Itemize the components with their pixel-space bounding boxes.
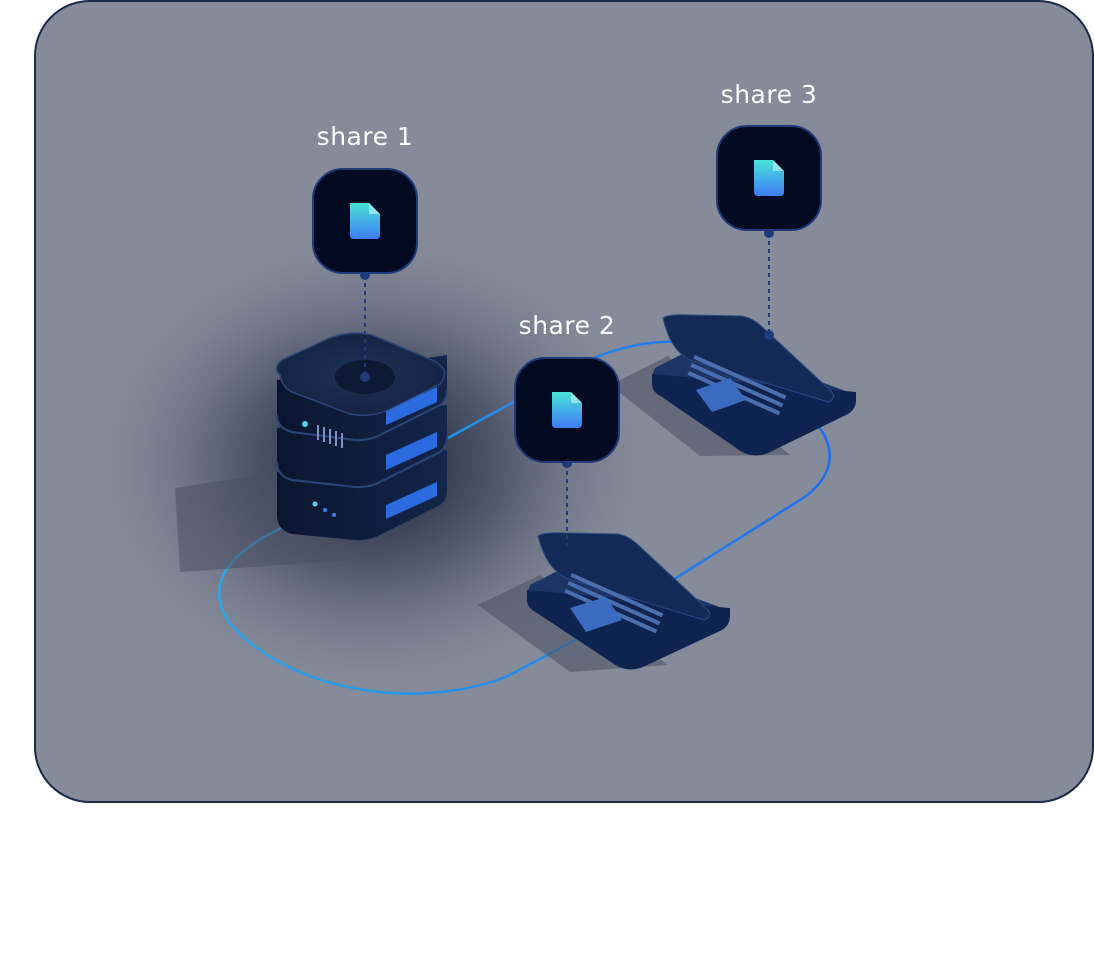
laptop-front-icon: [478, 532, 730, 672]
share-3-tile[interactable]: [716, 125, 822, 231]
laptop-back-pin: [764, 330, 774, 340]
server-stack-icon: [275, 332, 448, 541]
share-2-label: share 2: [518, 311, 616, 340]
share-1-tile[interactable]: [312, 168, 418, 274]
server-shadow: [175, 470, 355, 572]
share-connectors: [364, 233, 770, 548]
laptop-back-icon: [610, 314, 856, 456]
share-2-tile[interactable]: [514, 357, 620, 463]
share-3-label: share 3: [720, 80, 818, 109]
server-pin: [360, 372, 370, 382]
share-1-label: share 1: [316, 122, 414, 151]
